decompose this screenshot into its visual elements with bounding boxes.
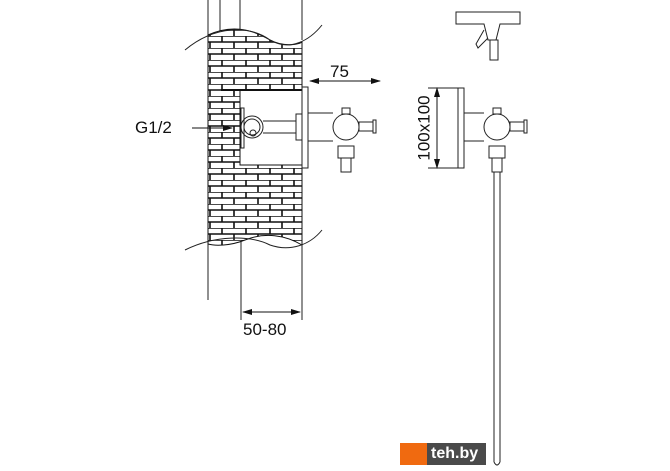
watermark-logo: teh.by xyxy=(400,443,487,465)
wall-depth-label: 50-80 xyxy=(243,320,287,339)
projection-label: 75 xyxy=(330,62,349,81)
logo-text: teh.by xyxy=(427,443,487,465)
thread-label: G1/2 xyxy=(135,118,172,137)
logo-orange-block xyxy=(400,443,427,465)
plate-size-label: 100x100 xyxy=(414,95,434,161)
